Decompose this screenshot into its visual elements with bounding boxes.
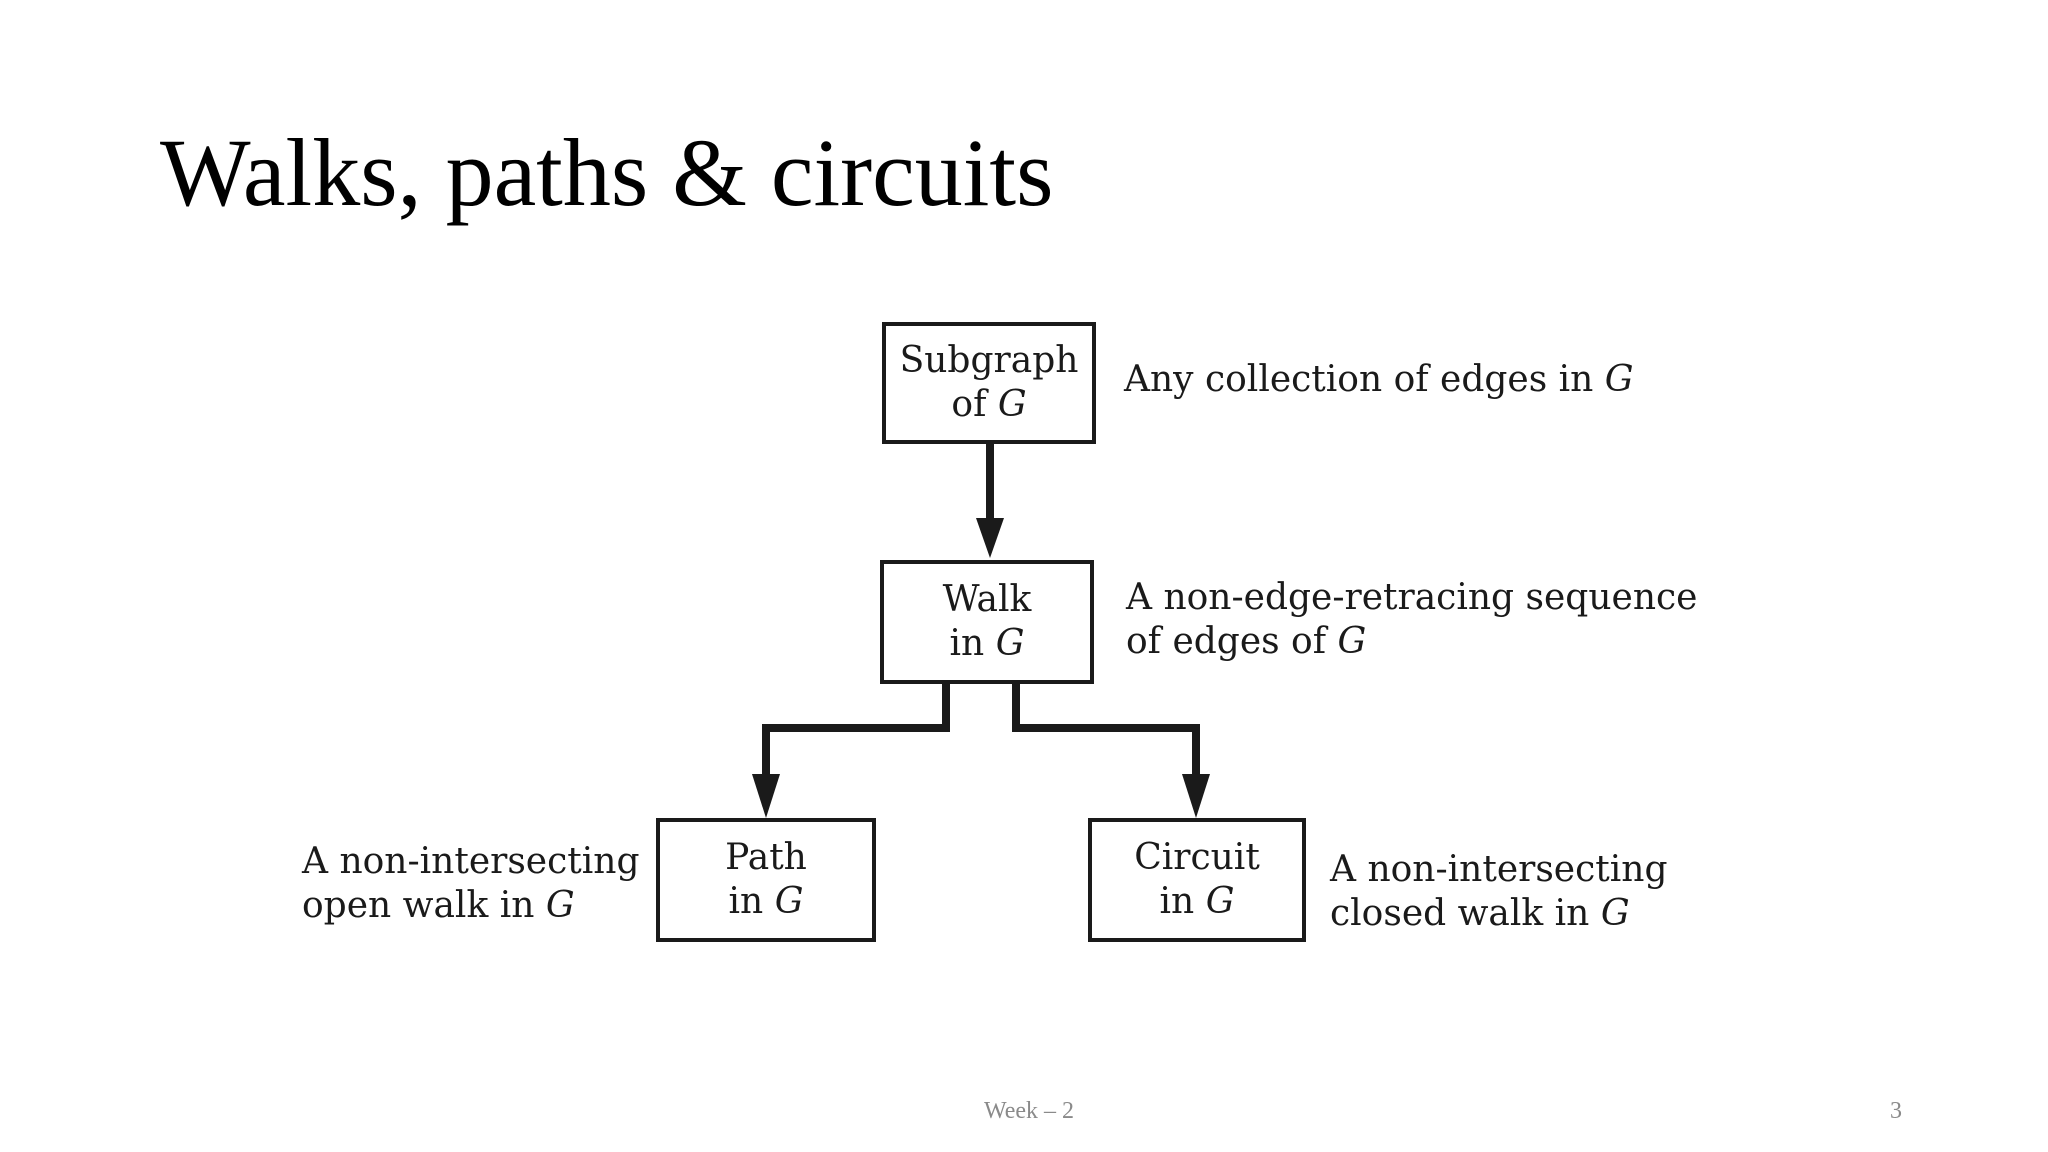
- node-circuit-var: G: [1205, 881, 1235, 922]
- desc-walk-prefix: of edges of: [1126, 621, 1338, 662]
- arrowhead-walk: [976, 518, 1004, 558]
- slide-title: Walks, paths & circuits: [160, 119, 1054, 226]
- node-walk-line2: in G: [950, 622, 1025, 666]
- desc-subgraph-line1: Any collection of edges in G: [1124, 358, 1634, 402]
- node-path-var: G: [774, 881, 804, 922]
- node-walk-prefix: in: [949, 623, 996, 664]
- desc-path-line2: open walk in G: [302, 884, 639, 928]
- desc-subgraph-var: G: [1604, 359, 1634, 400]
- node-path: Path in G: [656, 818, 876, 942]
- node-walk: Walk in G: [880, 560, 1094, 684]
- desc-path-line1: A non-intersecting: [302, 841, 640, 882]
- desc-path-prefix: open walk in: [302, 885, 546, 926]
- desc-subgraph-text: Any collection of edges in: [1124, 359, 1605, 400]
- node-walk-line1: Walk: [942, 579, 1032, 620]
- edge-subgraph-to-walk: [976, 444, 1004, 558]
- node-path-prefix: in: [728, 881, 775, 922]
- edge-walk-to-circuit: [1012, 682, 1210, 818]
- node-circuit-line1: Circuit: [1134, 837, 1260, 878]
- arrowhead-circuit: [1182, 774, 1210, 818]
- node-subgraph-line2: of G: [951, 383, 1026, 427]
- desc-walk-line2: of edges of G: [1126, 620, 1697, 664]
- desc-path: A non-intersecting open walk in G: [302, 840, 639, 928]
- desc-walk-line1: A non-edge-retracing sequence: [1126, 577, 1698, 618]
- desc-subgraph: Any collection of edges in G: [1124, 358, 1634, 402]
- node-circuit-prefix: in: [1159, 881, 1206, 922]
- node-circuit: Circuit in G: [1088, 818, 1306, 942]
- page-number: 3: [1890, 1098, 1902, 1124]
- node-subgraph-prefix: of: [951, 384, 998, 425]
- node-path-line2: in G: [729, 880, 804, 924]
- desc-walk-var: G: [1337, 621, 1367, 662]
- edge-walk-to-path: [752, 682, 950, 818]
- desc-circuit-line1: A non-intersecting: [1330, 849, 1668, 890]
- desc-walk: A non-edge-retracing sequence of edges o…: [1126, 576, 1697, 664]
- node-circuit-line2: in G: [1160, 880, 1235, 924]
- node-subgraph-var: G: [997, 384, 1027, 425]
- node-path-line1: Path: [725, 837, 807, 878]
- node-subgraph: Subgraph of G: [882, 322, 1096, 444]
- footer-week-label: Week – 2: [984, 1098, 1075, 1124]
- node-walk-var: G: [995, 623, 1025, 664]
- desc-circuit: A non-intersecting closed walk in G: [1330, 848, 1667, 936]
- node-subgraph-line1: Subgraph: [899, 340, 1079, 381]
- arrowhead-path: [752, 774, 780, 818]
- desc-path-var: G: [545, 885, 575, 926]
- desc-circuit-line2: closed walk in G: [1330, 892, 1667, 936]
- desc-circuit-var: G: [1600, 893, 1630, 934]
- desc-circuit-prefix: closed walk in: [1330, 893, 1601, 934]
